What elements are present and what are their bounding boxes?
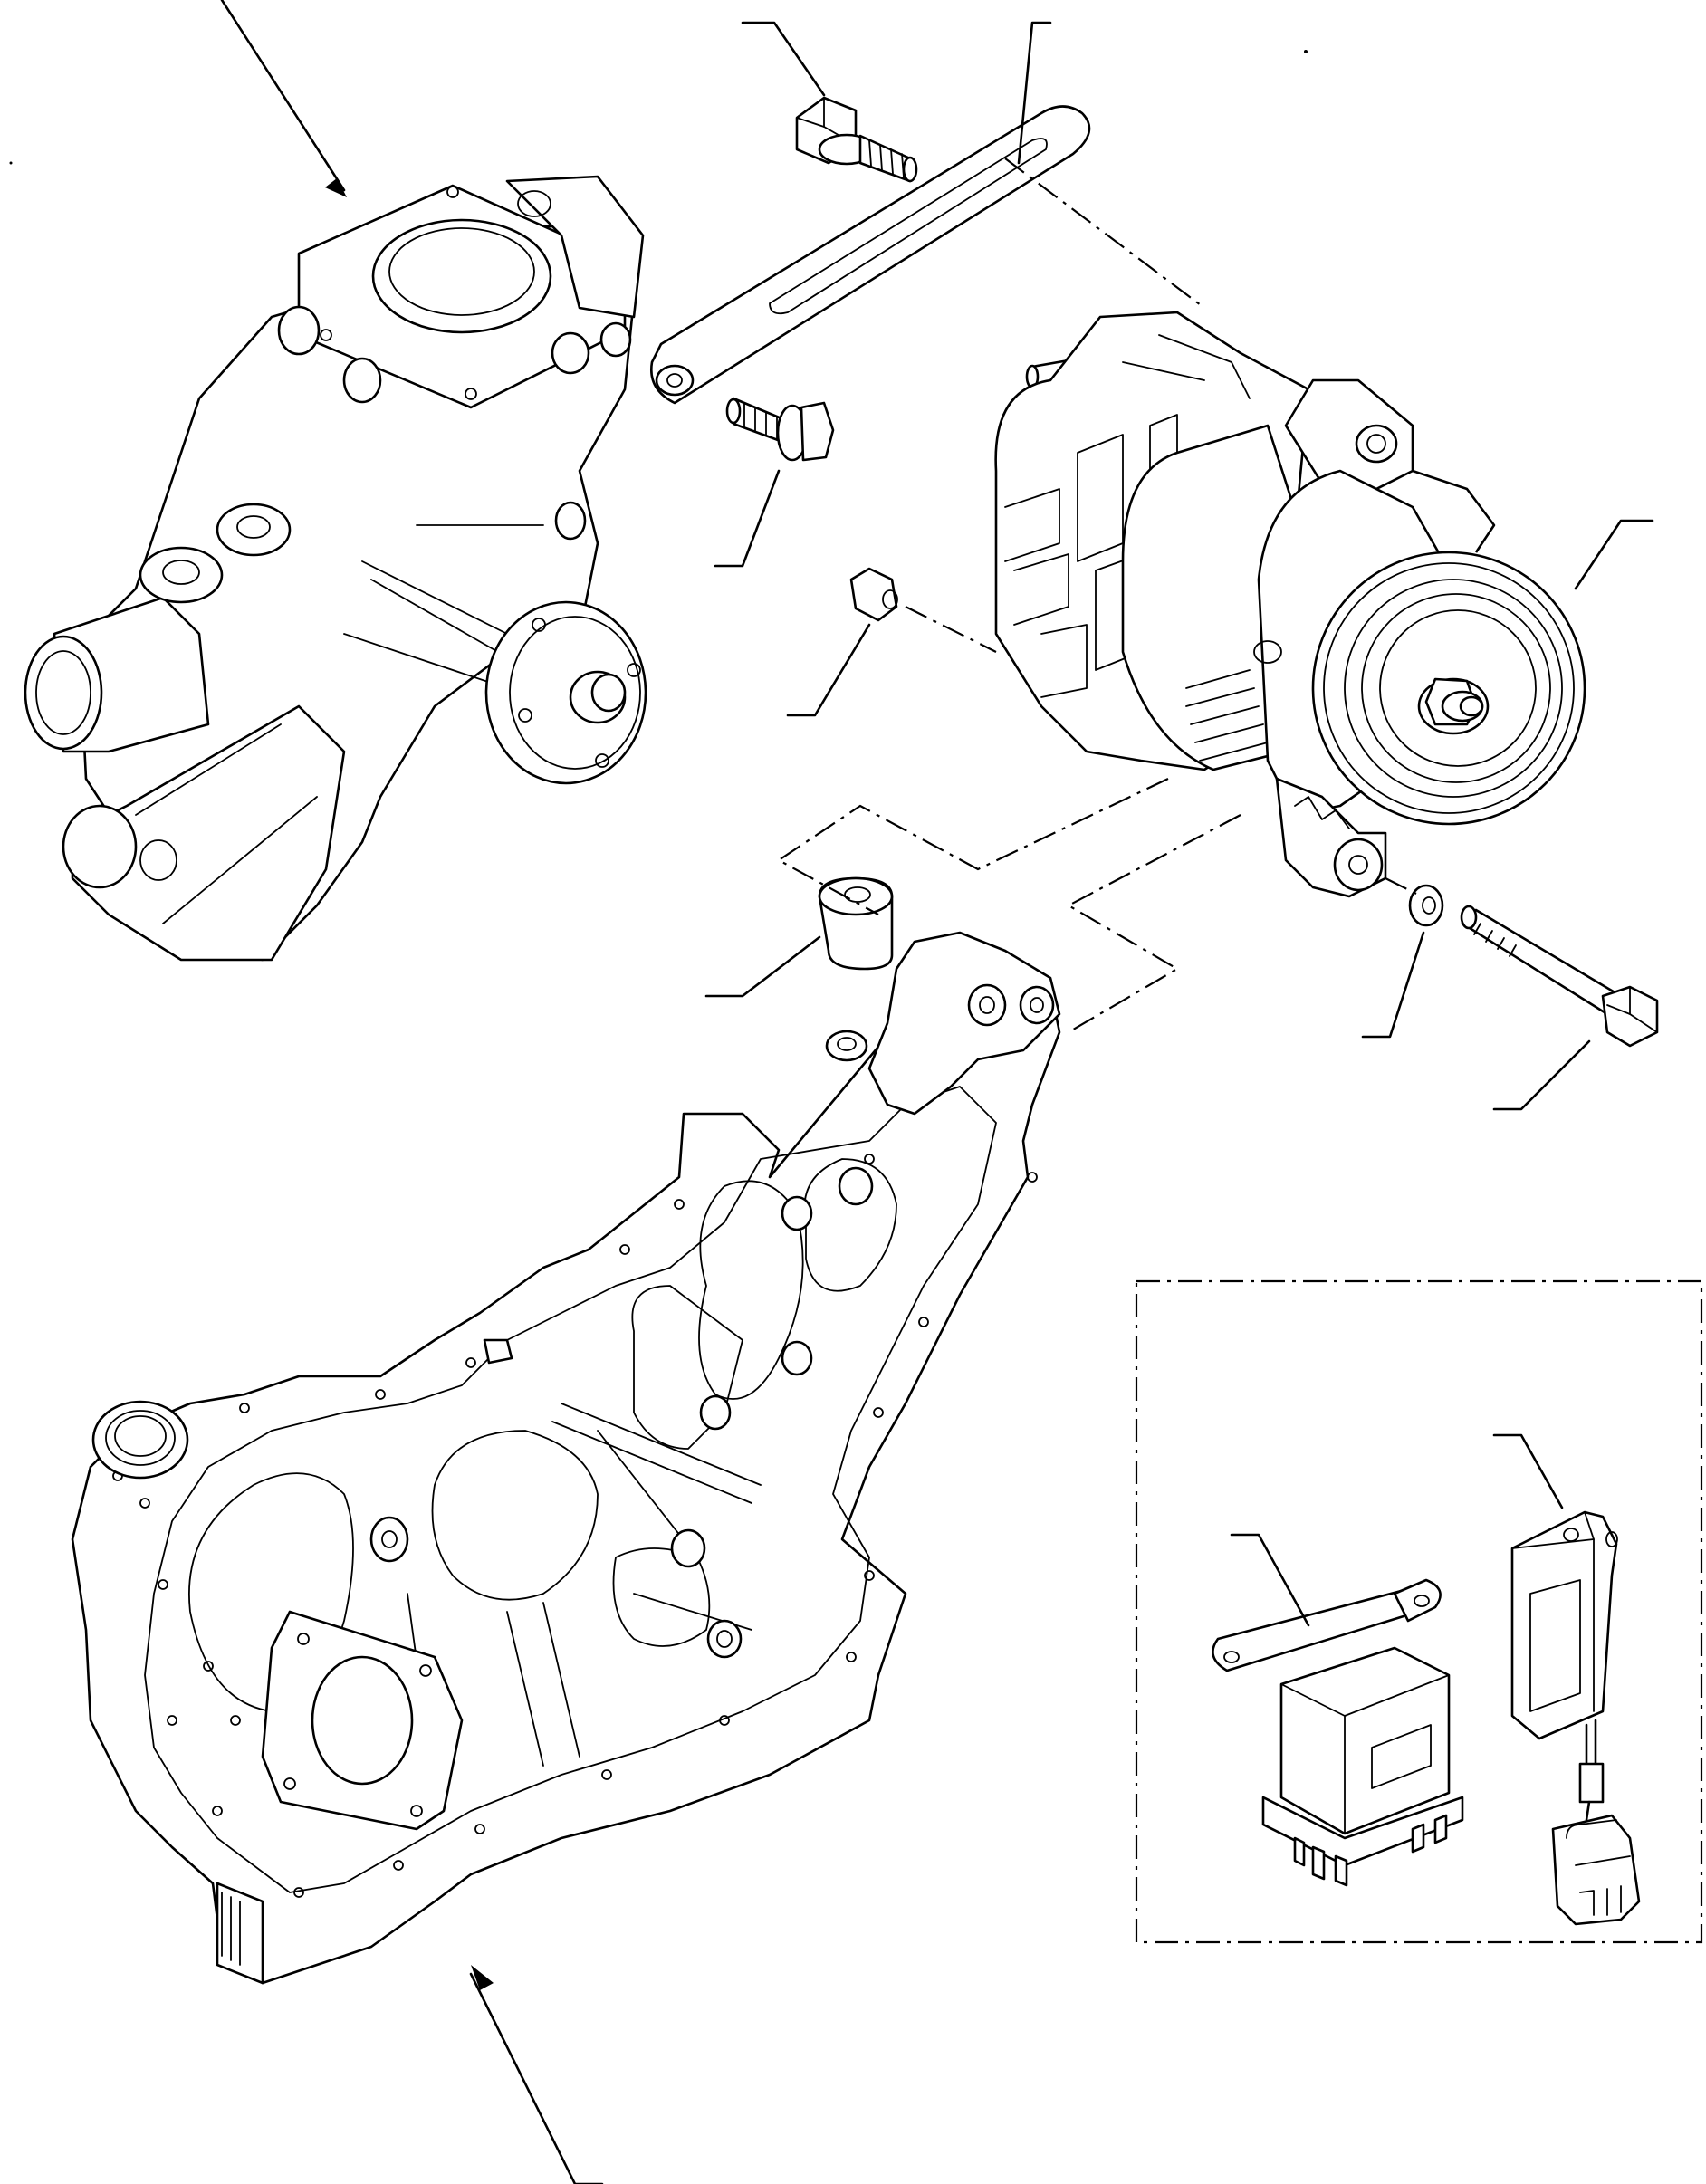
washer: [1408, 884, 1444, 927]
speck: [9, 161, 13, 165]
callout-leaders: [220, 0, 1654, 2184]
callout-alternator: [1574, 519, 1654, 590]
relay-with-bracket: [1212, 1578, 1464, 1887]
callout-long-bolt: [1492, 1039, 1591, 1111]
inset-border: [1135, 1279, 1703, 1944]
callout-flange-bolt-middle: [714, 469, 781, 568]
spacer-collar: [818, 876, 894, 971]
callout-flange-bolt-top: [741, 21, 826, 97]
callout-water-pump: [220, 0, 346, 192]
water-pump-housing: [24, 175, 647, 962]
nut: [849, 567, 898, 622]
long-bolt: [1460, 905, 1659, 1048]
callout-nut: [786, 623, 871, 717]
inset-panel: [1135, 1279, 1703, 1944]
alternator: [994, 311, 1586, 898]
flange-bolt-middle: [725, 397, 835, 462]
speck: [1304, 50, 1308, 53]
callout-washer: [1361, 931, 1425, 1039]
callout-spacer-collar: [704, 935, 821, 998]
gear-case-cover: [71, 931, 1061, 1985]
callout-relay: [1230, 1533, 1310, 1627]
alternator-adjusting-bracket: [649, 105, 1091, 405]
regulator-unit: [1510, 1510, 1641, 1926]
flange-bolt-top: [795, 96, 918, 183]
assembly-lines: [776, 158, 1423, 1033]
callout-regulator: [1492, 1433, 1564, 1509]
callout-gear-case: [469, 1972, 604, 2184]
callout-adjusting-bracket: [1017, 21, 1052, 165]
